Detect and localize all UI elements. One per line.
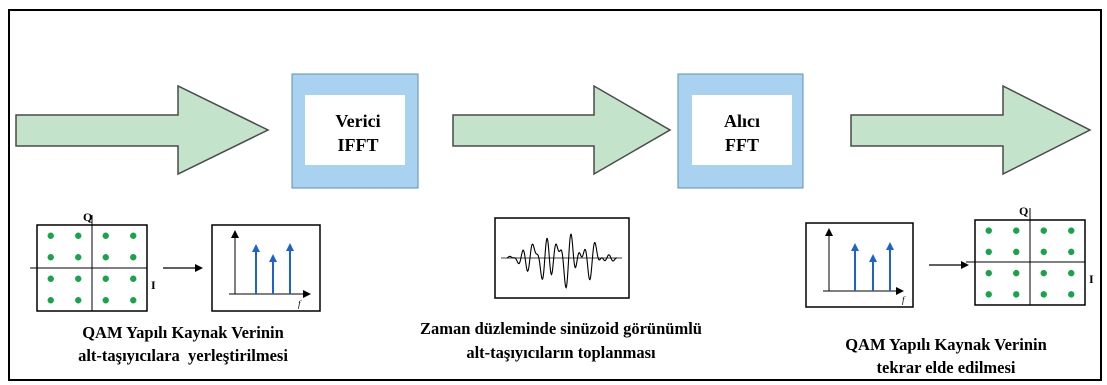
q-axis-label-received: Q — [1019, 204, 1028, 218]
spectrum-plot-icon: f — [211, 224, 321, 312]
subcarrier-arrowhead — [869, 254, 877, 262]
constellation-point — [130, 297, 137, 304]
constellation-point — [1013, 248, 1020, 256]
constellation-point — [985, 269, 992, 277]
transmitter-block: Verici IFFT — [291, 73, 419, 189]
receiver-label: Alıcı — [724, 111, 760, 131]
constellation-point — [102, 275, 109, 282]
time-waveform-icon — [494, 217, 630, 299]
constellation-point — [985, 227, 992, 234]
constellation-point — [1013, 227, 1020, 234]
constellation-point — [1040, 269, 1047, 277]
f-axis-label: f — [298, 299, 302, 309]
flow-arrow-output — [850, 84, 1092, 176]
constellation-point — [1040, 291, 1047, 298]
subcarrier-arrowhead — [851, 243, 859, 251]
constellation-point — [1068, 291, 1075, 298]
flow-arrow-input — [15, 84, 270, 176]
constellation-points — [47, 232, 137, 304]
constellation-points-received — [985, 227, 1075, 298]
caption-right-line2: tekrar elde edilmesi — [877, 358, 1016, 377]
subcarrier-lines-received — [851, 242, 894, 291]
receiver-sublabel: FFT — [725, 135, 759, 155]
subcarrier-lines — [252, 243, 294, 294]
constellation-point — [47, 275, 54, 282]
constellation-point — [130, 254, 137, 261]
constellation-point — [1040, 227, 1047, 234]
constellation-point — [985, 248, 992, 256]
i-axis-label: I — [151, 278, 156, 292]
constellation-point — [102, 254, 109, 261]
subcarrier-arrowhead — [286, 243, 294, 251]
constellation-point — [1068, 248, 1075, 256]
constellation-point — [1068, 269, 1075, 277]
constellation-point — [102, 297, 109, 304]
constellation-point — [47, 232, 54, 239]
spectrum-plot-icon-received: f — [805, 222, 914, 308]
caption-middle-line2: alt-taşıyıcıların toplanması — [466, 343, 656, 362]
constellation-point — [75, 254, 82, 261]
constellation-point — [130, 232, 137, 239]
sinusoid-sum-waveform — [506, 233, 618, 289]
constellation-point — [130, 275, 137, 282]
constellation-point — [102, 232, 109, 239]
constellation-point — [985, 291, 992, 298]
diagram-frame — [8, 9, 1102, 381]
constellation-point — [47, 297, 54, 304]
transmitter-sublabel: IFFT — [337, 135, 378, 155]
receiver-block: Alıcı FFT — [677, 73, 804, 189]
flow-arrow-middle — [452, 84, 672, 176]
transmitter-label: Verici — [335, 111, 380, 131]
caption-left-line2: alt-taşıyıcılara yerleştirilmesi — [78, 346, 288, 365]
qam-constellation-icon-received: Q I — [966, 204, 1094, 306]
constellation-point — [1013, 291, 1020, 298]
constellation-point — [1040, 248, 1047, 256]
qam-constellation-icon: Q I — [30, 210, 156, 312]
subcarrier-arrowhead — [269, 254, 277, 262]
mapping-arrow — [163, 264, 203, 272]
caption-middle-line1: Zaman düzleminde sinüzoid görünümlü — [420, 319, 702, 338]
f-axis-label-received: f — [902, 295, 906, 305]
constellation-point — [75, 232, 82, 239]
constellation-point — [1068, 227, 1075, 234]
constellation-point — [75, 297, 82, 304]
subcarrier-arrowhead — [252, 244, 260, 252]
i-axis-label-received: I — [1089, 272, 1094, 286]
caption-right-line1: QAM Yapılı Kaynak Verinin — [845, 335, 1047, 354]
constellation-point — [1013, 269, 1020, 277]
constellation-point — [75, 275, 82, 282]
caption-left-line1: QAM Yapılı Kaynak Verinin — [82, 323, 284, 342]
demapping-arrow — [929, 261, 969, 269]
constellation-point — [47, 254, 54, 261]
q-axis-label: Q — [83, 210, 92, 224]
subcarrier-arrowhead — [886, 242, 894, 250]
